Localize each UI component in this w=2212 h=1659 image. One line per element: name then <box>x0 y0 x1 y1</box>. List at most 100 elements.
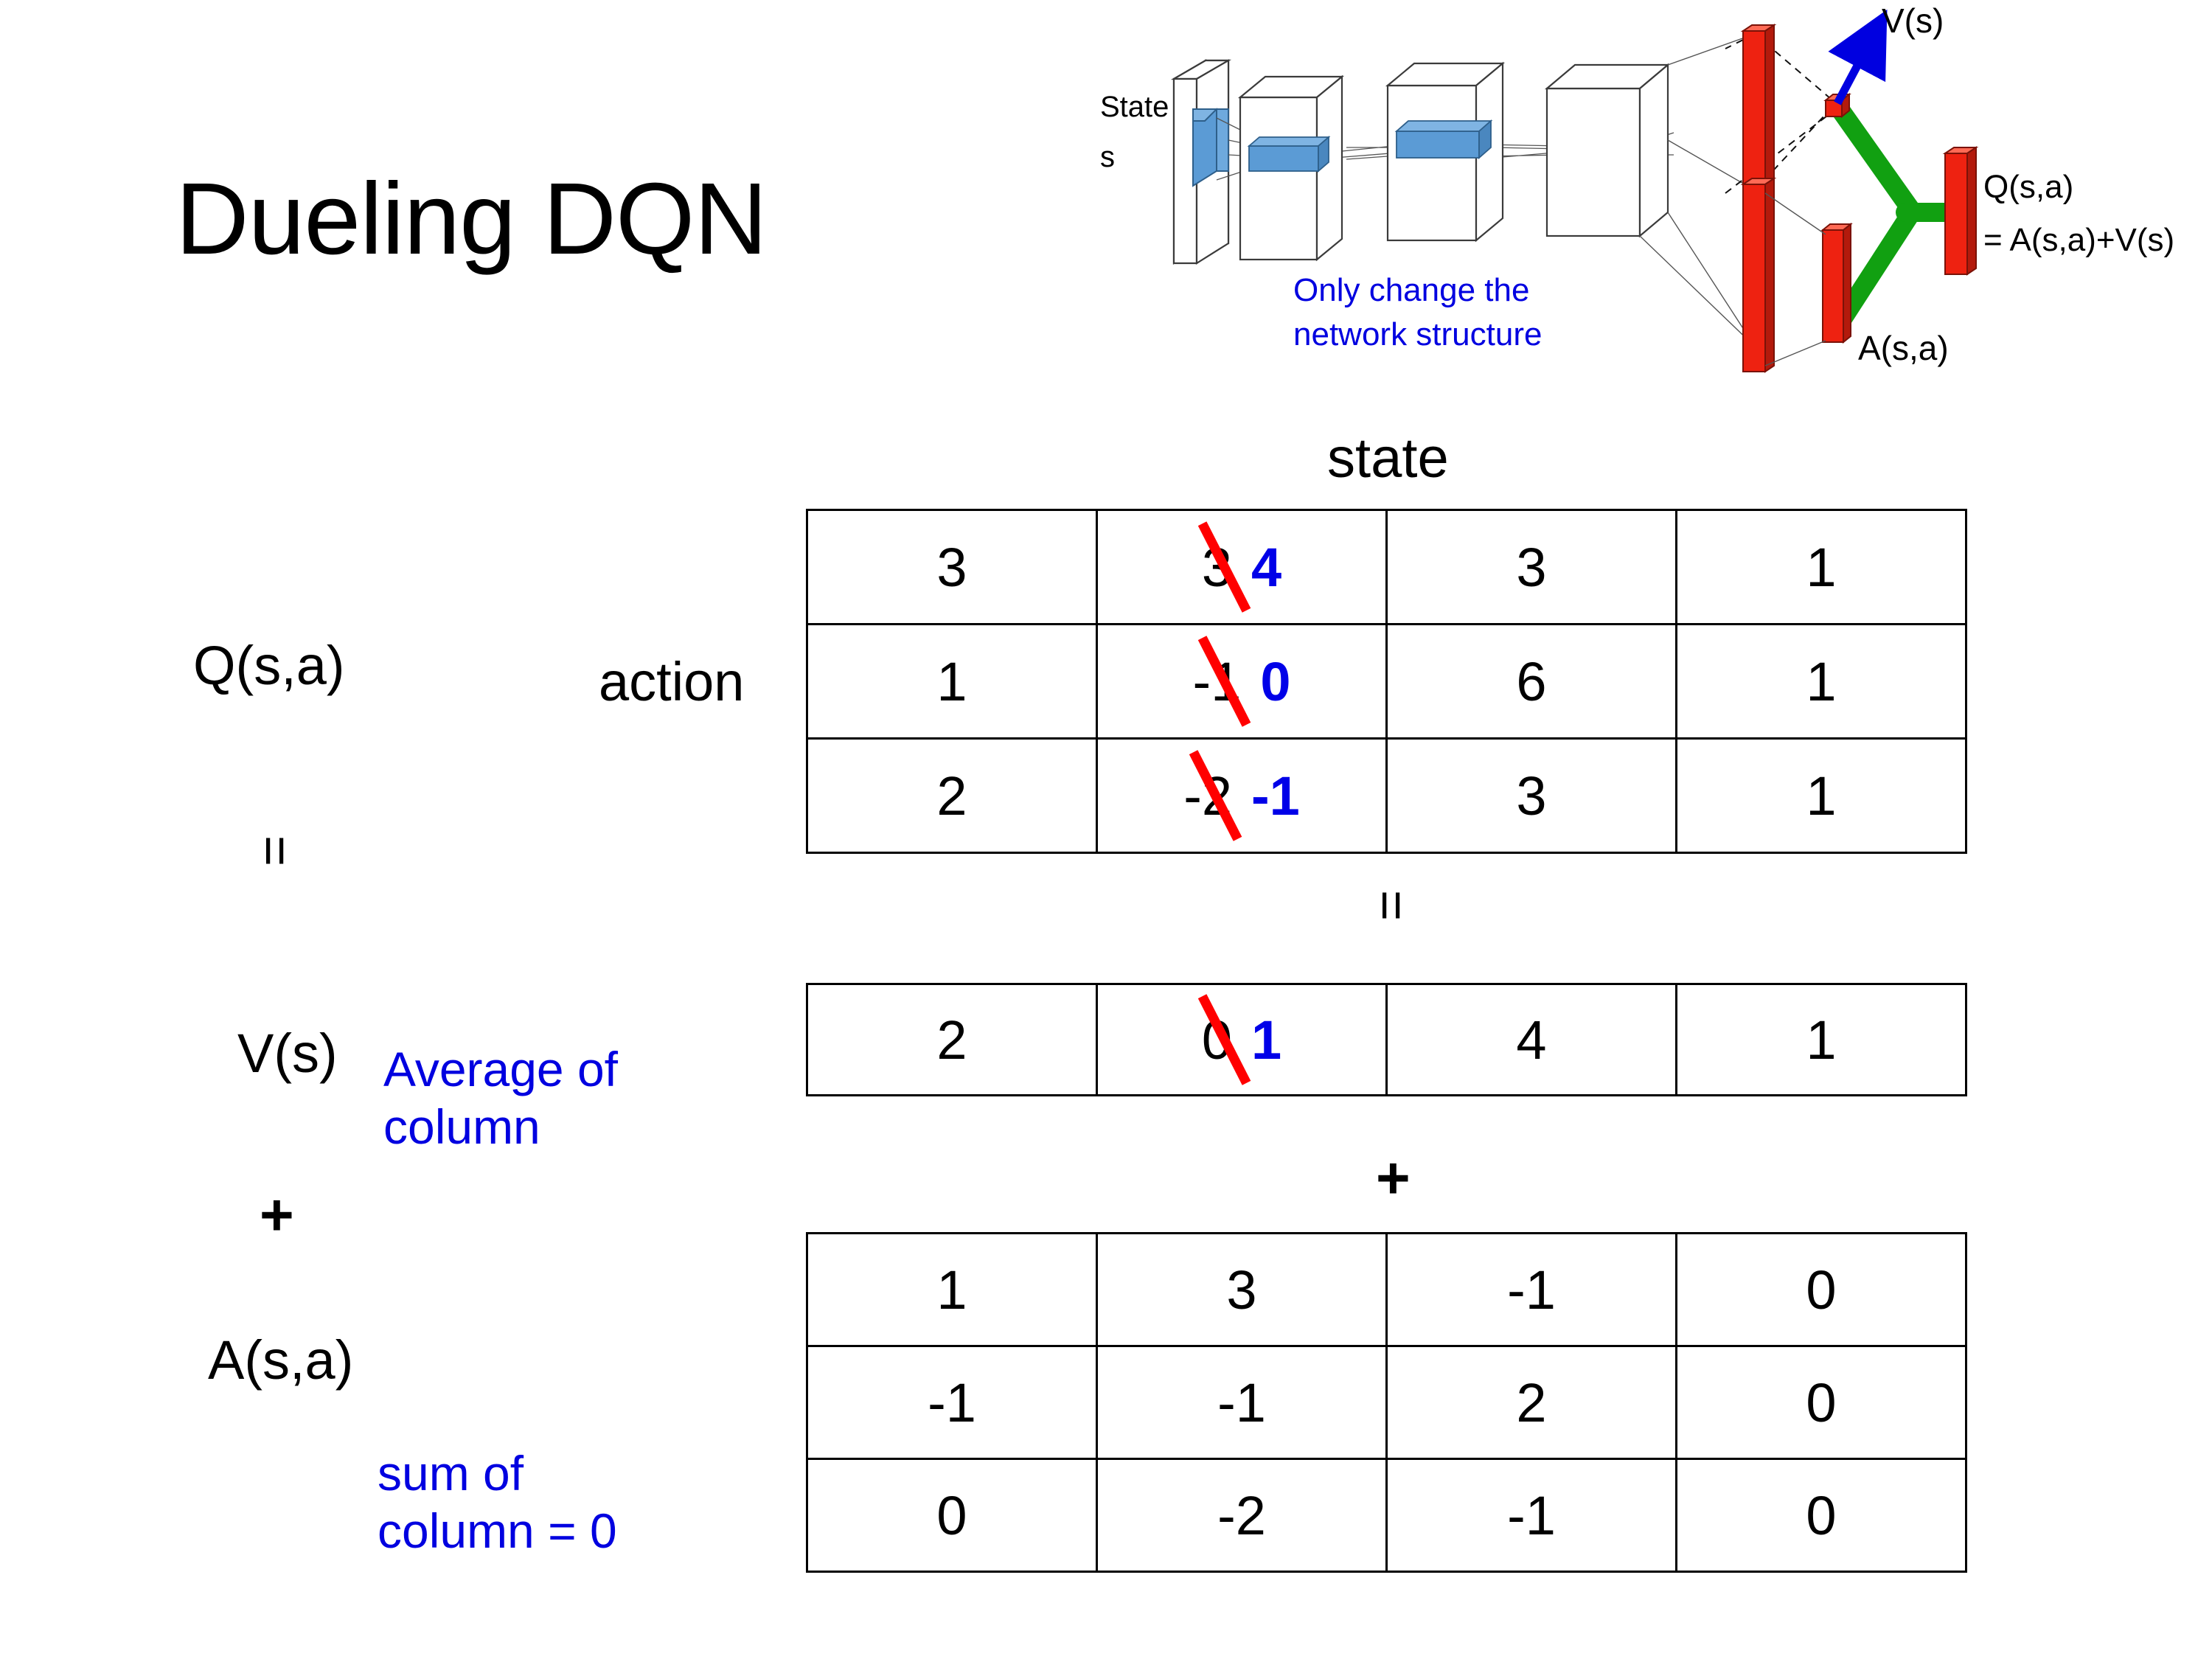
q-cell-r0c3[interactable]: 1 <box>1675 509 1967 625</box>
q-cell-r2c3[interactable]: 1 <box>1675 737 1967 854</box>
a-function-label: A(s,a) <box>208 1329 354 1391</box>
diagram-note-line1: Only change the <box>1293 272 1529 308</box>
a-cell-r0c2[interactable]: -1 <box>1385 1232 1677 1347</box>
q-cell-r0c0[interactable]: 3 <box>806 509 1098 625</box>
old-value-text: -2 <box>1183 765 1232 827</box>
cell-value: 0 <box>1806 1484 1837 1546</box>
v-cell-c3[interactable]: 1 <box>1675 983 1967 1096</box>
advantage-stream-bar-icon <box>1740 177 1777 373</box>
q-cell-r2c2[interactable]: 3 <box>1385 737 1677 854</box>
a-cell-r2c1[interactable]: -2 <box>1096 1458 1388 1573</box>
a-cell-r2c3[interactable]: 0 <box>1675 1458 1967 1573</box>
old-value: 0 <box>1198 994 1251 1085</box>
a-cell-r1c2[interactable]: 2 <box>1385 1345 1677 1460</box>
diagram-input-label-line2: s <box>1100 141 1115 173</box>
page-title: Dueling DQN <box>175 162 768 276</box>
sum-of-column-note: sum of column = 0 <box>378 1445 617 1560</box>
cell-value: -1 <box>1507 1484 1556 1546</box>
q-cell-r1c2[interactable]: 6 <box>1385 623 1677 740</box>
sum-note-line1: sum of <box>378 1446 524 1500</box>
q-cell-r1c1[interactable]: -1 0 <box>1096 623 1388 740</box>
q-cell-r2c1[interactable]: -2 -1 <box>1096 737 1388 854</box>
conv-block-3-icon <box>1544 63 1671 238</box>
cell-value: 2 <box>936 1009 967 1071</box>
a-cell-r0c0[interactable]: 1 <box>806 1232 1098 1347</box>
old-value-text: 0 <box>1201 1009 1232 1071</box>
cell-value: 6 <box>1516 650 1547 712</box>
cell-value: 1 <box>1806 536 1837 598</box>
cell-value: -1 <box>1507 1259 1556 1321</box>
a-cell-r2c2[interactable]: -1 <box>1385 1458 1677 1573</box>
cell-value: 0 <box>1806 1371 1837 1433</box>
table-row: 2 0 1 4 1 <box>806 983 1967 1096</box>
input-patch-icon <box>1192 108 1229 187</box>
old-value: 3 <box>1198 521 1251 613</box>
q-function-label: Q(s,a) <box>193 635 345 696</box>
dueling-network-diagram: State s Only change the network structur… <box>1091 0 2212 413</box>
average-note-line2: column <box>383 1099 540 1154</box>
average-of-column-note: Average of column <box>383 1041 618 1156</box>
cell-value: -2 <box>1217 1484 1266 1546</box>
cell-value: 3 <box>936 536 967 598</box>
cell-value: 1 <box>1806 765 1837 827</box>
table-row: 2 -2 -1 3 1 <box>806 737 1967 854</box>
q-cell-r1c0[interactable]: 1 <box>806 623 1098 740</box>
old-value: -1 <box>1192 636 1251 727</box>
cell-value: 1 <box>936 1259 967 1321</box>
table-row: 3 3 4 3 1 <box>806 509 1967 625</box>
a-value-table: 1 3 -1 0 -1 -1 2 0 0 -2 -1 0 <box>806 1232 1967 1573</box>
value-stream-dashed-lines <box>1725 33 1837 194</box>
a-cell-r2c0[interactable]: 0 <box>806 1458 1098 1573</box>
v-cell-c2[interactable]: 4 <box>1385 983 1677 1096</box>
cell-value: -1 <box>1217 1371 1266 1433</box>
new-value: 4 <box>1251 536 1282 598</box>
cell-value: -1 <box>928 1371 976 1433</box>
table-row: 1 3 -1 0 <box>806 1232 1967 1347</box>
a-cell-r1c3[interactable]: 0 <box>1675 1345 1967 1460</box>
conv-filter-1-icon <box>1247 136 1331 173</box>
q-cell-r0c1[interactable]: 3 4 <box>1096 509 1388 625</box>
equals-operator-middle: = <box>1362 889 1422 922</box>
diagram-value-label: V(s) <box>1882 1 1944 40</box>
cell-value: 1 <box>1806 650 1837 712</box>
cell-value: 1 <box>936 650 967 712</box>
cell-value: 3 <box>1226 1259 1257 1321</box>
v-cell-c0[interactable]: 2 <box>806 983 1098 1096</box>
merge-green-path <box>1832 102 1956 330</box>
cell-value: 4 <box>1516 1009 1547 1071</box>
a-cell-r0c3[interactable]: 0 <box>1675 1232 1967 1347</box>
equals-operator-left: = <box>246 835 305 867</box>
q-output-bar-icon <box>1942 146 1979 276</box>
diagram-input-label-line1: State <box>1100 91 1169 123</box>
conv-filter-2-icon <box>1394 119 1493 159</box>
v-cell-c1[interactable]: 0 1 <box>1096 983 1388 1096</box>
q-cell-r1c3[interactable]: 1 <box>1675 623 1967 740</box>
sum-note-line2: column = 0 <box>378 1503 617 1558</box>
action-axis-label: action <box>599 651 745 712</box>
cell-value: 0 <box>936 1484 967 1546</box>
diagram-q-label-line1: Q(s,a) <box>1983 169 2073 205</box>
diagram-advantage-label: A(s,a) <box>1858 329 1949 367</box>
v-function-label: V(s) <box>237 1023 338 1084</box>
table-row: 0 -2 -1 0 <box>806 1458 1967 1573</box>
q-cell-r0c2[interactable]: 3 <box>1385 509 1677 625</box>
cell-value: 3 <box>1516 765 1547 827</box>
plus-operator-middle: + <box>1376 1145 1411 1211</box>
q-cell-r2c0[interactable]: 2 <box>806 737 1098 854</box>
state-axis-label: state <box>1327 427 1449 490</box>
a-cell-r1c0[interactable]: -1 <box>806 1345 1098 1460</box>
conv-block-1-icon <box>1237 74 1345 262</box>
table-row: 1 -1 0 6 1 <box>806 623 1967 740</box>
table-row: -1 -1 2 0 <box>806 1345 1967 1460</box>
old-value: -2 <box>1183 750 1242 841</box>
new-value: 0 <box>1260 650 1291 712</box>
conv-block-2-icon <box>1385 61 1506 243</box>
average-note-line1: Average of <box>383 1042 619 1096</box>
diagram-note-line2: network structure <box>1293 316 1542 352</box>
a-cell-r1c1[interactable]: -1 <box>1096 1345 1388 1460</box>
advantage-output-bar-icon <box>1820 222 1853 344</box>
new-value: 1 <box>1251 1009 1282 1071</box>
old-value-text: -1 <box>1192 650 1242 712</box>
v-value-table: 2 0 1 4 1 <box>806 983 1967 1096</box>
a-cell-r0c1[interactable]: 3 <box>1096 1232 1388 1347</box>
